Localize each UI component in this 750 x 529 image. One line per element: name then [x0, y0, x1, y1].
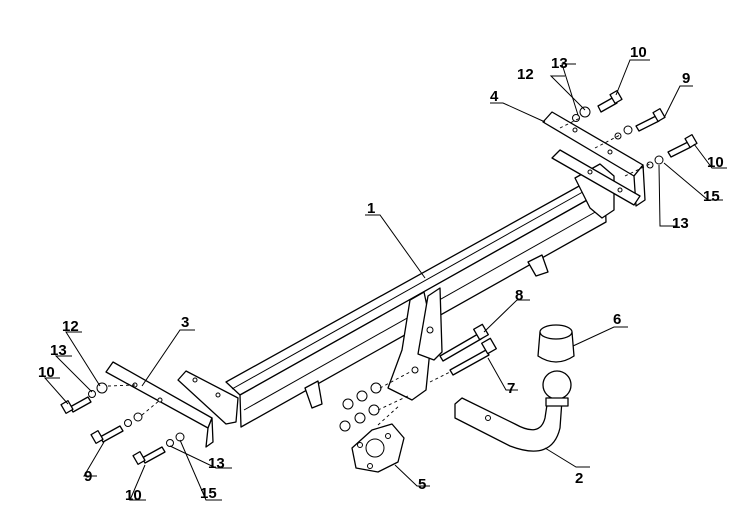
label-part-10-right: 10	[707, 154, 724, 171]
label-part-3: 3	[181, 314, 189, 331]
label-part-13-top: 13	[551, 55, 568, 72]
left-hardware	[60, 382, 185, 465]
center-nuts	[339, 371, 411, 432]
label-part-15-right: 15	[703, 188, 720, 205]
label-part-13-bottom: 13	[208, 455, 225, 472]
ball-neck	[454, 370, 572, 452]
label-part-5: 5	[418, 476, 426, 493]
label-part-10-left: 10	[38, 364, 55, 381]
bolt-8	[439, 323, 489, 362]
socket-plate	[351, 404, 405, 473]
label-part-9-bottom: 9	[84, 468, 92, 485]
label-part-13-left: 13	[50, 342, 67, 359]
label-part-10-bottom: 10	[125, 487, 142, 504]
label-part-15-bottom: 15	[200, 485, 217, 502]
label-part-9-top: 9	[682, 70, 690, 87]
beam-tab-left	[304, 380, 323, 409]
center-brackets	[387, 287, 443, 401]
label-part-10-top: 10	[630, 44, 647, 61]
ball-cap	[537, 324, 575, 363]
bracket-left	[105, 361, 239, 448]
label-part-12-left: 12	[62, 318, 79, 335]
label-part-7: 7	[507, 380, 515, 397]
label-part-12-top: 12	[517, 66, 534, 83]
bracket-right	[542, 111, 646, 207]
label-part-8: 8	[515, 287, 523, 304]
bolt-7	[429, 337, 497, 383]
label-part-4: 4	[490, 88, 499, 105]
label-part-6: 6	[613, 311, 621, 328]
leader-lines	[43, 59, 727, 501]
beam-tab-right	[527, 254, 549, 277]
label-part-13-right: 13	[672, 215, 689, 232]
label-part-1: 1	[367, 200, 375, 217]
label-part-2: 2	[575, 470, 583, 487]
